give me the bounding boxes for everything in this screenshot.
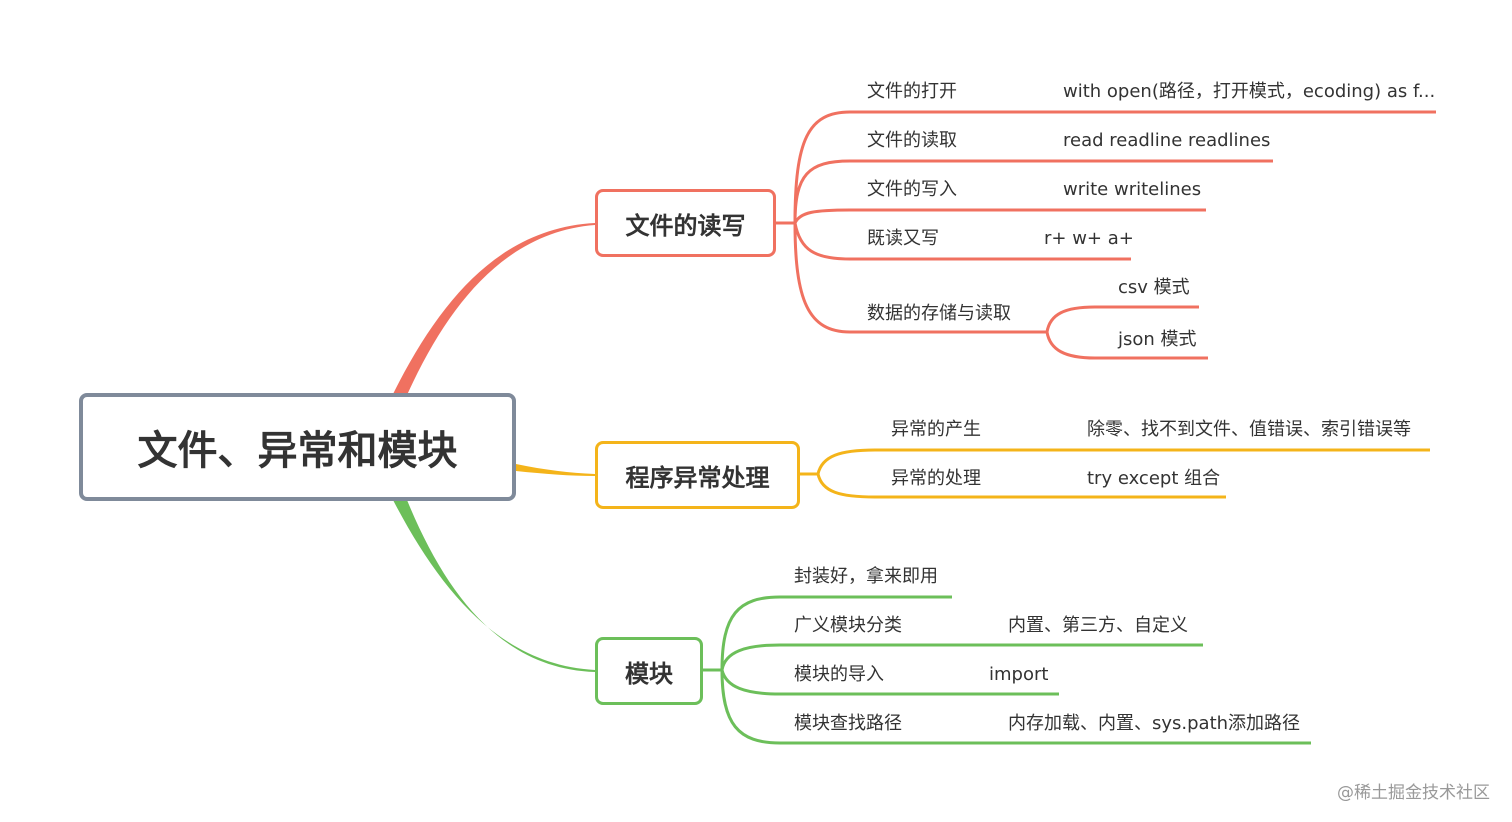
branch1-curve-4 xyxy=(793,222,1131,261)
topic-json-mode[interactable]: json 模式 xyxy=(1118,329,1197,350)
branch1-sub-curve-2 xyxy=(1045,331,1208,360)
branch2-curve-2 xyxy=(816,473,1226,499)
branch3-curve-3 xyxy=(720,669,1059,696)
topic-module-search-path-detail[interactable]: 内存加载、内置、sys.path添加路径 xyxy=(1008,713,1301,734)
topic-file-read[interactable]: 文件的读取 xyxy=(867,130,957,151)
central-topic-label: 文件、异常和模块 xyxy=(137,428,458,474)
branch-exception-handling[interactable]: 程序异常处理 xyxy=(595,441,800,509)
topic-data-storage[interactable]: 数据的存储与读取 xyxy=(867,303,1011,324)
branch3-curve-4 xyxy=(720,669,1311,745)
watermark: @稀土掘金技术社区 xyxy=(1337,783,1490,803)
branch-file-io[interactable]: 文件的读写 xyxy=(595,189,776,257)
topic-file-open-detail[interactable]: with open(路径，打开模式，ecoding) as f... xyxy=(1063,81,1436,102)
branch1-sub-curve-1 xyxy=(1045,305,1199,333)
branch1-curve-1 xyxy=(793,110,1436,224)
branch1-curve-3 xyxy=(793,208,1206,224)
connector-central-branch1 xyxy=(393,223,595,395)
branch3-lines xyxy=(703,595,1311,745)
branch1-lines xyxy=(776,110,1436,360)
topic-exception-handling[interactable]: 异常的处理 xyxy=(891,468,981,489)
topic-file-read-detail[interactable]: read readline readlines xyxy=(1063,130,1271,151)
topic-module-import[interactable]: 模块的导入 xyxy=(794,664,884,685)
topic-exception-handling-detail[interactable]: try except 组合 xyxy=(1087,468,1221,489)
branch3-curve-1 xyxy=(720,595,952,671)
central-topic[interactable]: 文件、异常和模块 xyxy=(79,393,516,501)
branch1-curve-5 xyxy=(793,222,1047,334)
branch-modules[interactable]: 模块 xyxy=(595,637,703,705)
branch2-lines xyxy=(800,448,1430,499)
topic-exception-origin[interactable]: 异常的产生 xyxy=(891,419,981,440)
branch1-curve-2 xyxy=(793,159,1273,224)
topic-csv-mode[interactable]: csv 模式 xyxy=(1118,277,1190,298)
topic-file-write[interactable]: 文件的写入 xyxy=(867,179,957,200)
topic-module-import-detail[interactable]: import xyxy=(989,664,1049,685)
topic-file-open[interactable]: 文件的打开 xyxy=(867,81,957,102)
topic-module-category-detail[interactable]: 内置、第三方、自定义 xyxy=(1008,615,1188,636)
topic-ready-to-use[interactable]: 封装好，拿来即用 xyxy=(794,566,938,587)
topic-read-write[interactable]: 既读又写 xyxy=(867,228,939,249)
branch2-curve-1 xyxy=(816,448,1430,475)
branch-exception-handling-label: 程序异常处理 xyxy=(625,463,770,492)
topic-file-write-detail[interactable]: write writelines xyxy=(1063,179,1202,200)
connector-central-branch3 xyxy=(393,500,595,672)
connector-central-branch2 xyxy=(516,464,595,476)
topic-read-write-detail[interactable]: r+ w+ a+ xyxy=(1044,228,1134,249)
branch-file-io-label: 文件的读写 xyxy=(625,211,746,240)
topic-module-category[interactable]: 广义模块分类 xyxy=(794,615,902,636)
topic-exception-origin-detail[interactable]: 除零、找不到文件、值错误、索引错误等 xyxy=(1087,419,1411,440)
branch3-curve-2 xyxy=(720,643,1203,671)
branch-modules-label: 模块 xyxy=(625,659,673,688)
topic-module-search-path[interactable]: 模块查找路径 xyxy=(794,713,902,734)
